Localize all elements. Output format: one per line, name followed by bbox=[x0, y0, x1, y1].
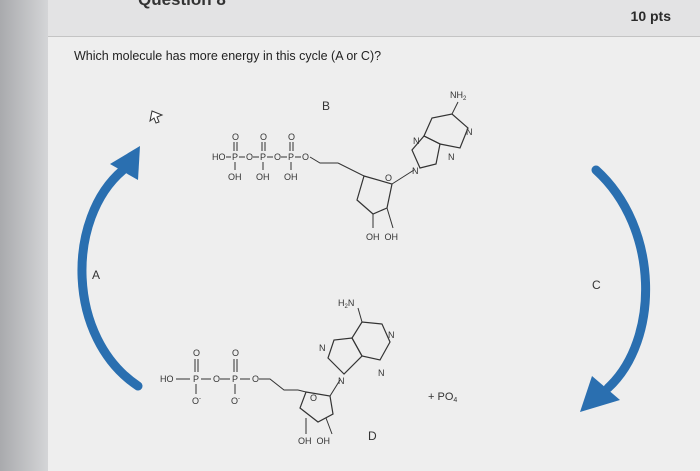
label-a: A bbox=[92, 268, 100, 282]
atp-p3-o-top: O bbox=[288, 132, 295, 142]
atp-p2: P bbox=[260, 152, 266, 162]
atp-p1-oh: OH bbox=[228, 172, 242, 182]
atp-molecule: HO P O OH O P O OH O P O OH O O OH OH bbox=[212, 90, 473, 242]
phosphate-label: + PO4 bbox=[428, 391, 457, 404]
question-text: Which molecule has more energy in this c… bbox=[74, 49, 382, 63]
atp-p1: P bbox=[232, 152, 238, 162]
cycle-arrow-left bbox=[77, 146, 143, 391]
adp-n9: N bbox=[338, 376, 345, 386]
atp-p2-o-top: O bbox=[260, 132, 267, 142]
atp-n7: N bbox=[413, 136, 420, 146]
atp-ribose-o: O bbox=[385, 173, 392, 183]
atp-o3: O bbox=[302, 152, 309, 162]
question-title: Question 8 bbox=[138, 0, 226, 10]
adp-o2: O bbox=[252, 374, 259, 384]
label-b: B bbox=[322, 99, 330, 113]
left-shadow bbox=[0, 0, 48, 471]
atp-cycle-diagram: A B C D HO P O OH O P O OH O P O OH O bbox=[77, 90, 651, 446]
atp-o1: O bbox=[246, 152, 253, 162]
atp-n9: N bbox=[412, 166, 419, 176]
label-d: D bbox=[368, 429, 377, 443]
label-c: C bbox=[592, 278, 601, 292]
adp-p2-o-top: O bbox=[232, 348, 239, 358]
adp-ribose-oh: OH OH bbox=[298, 436, 330, 446]
cursor-icon bbox=[149, 110, 164, 124]
atp-p2-oh: OH bbox=[256, 172, 270, 182]
adp-p1-o-top: O bbox=[193, 348, 200, 358]
adp-p2: P bbox=[232, 374, 238, 384]
atp-o2: O bbox=[274, 152, 281, 162]
adp-ribose-o: O bbox=[310, 393, 317, 403]
atp-ribose-oh: OH OH bbox=[366, 232, 398, 242]
adp-p1-o-minus: O- bbox=[192, 396, 201, 406]
atp-p3-oh: OH bbox=[284, 172, 298, 182]
adp-n3: N bbox=[378, 368, 385, 378]
atp-n1: N bbox=[466, 127, 473, 137]
atp-p3: P bbox=[288, 152, 294, 162]
points-label: 10 pts bbox=[630, 8, 671, 24]
adp-p2-o-minus: O- bbox=[231, 396, 240, 406]
atp-nh2: NH2 bbox=[450, 90, 467, 102]
adp-p1: P bbox=[193, 374, 199, 384]
question-header: Question 8 10 pts bbox=[48, 0, 700, 37]
cycle-arrow-right bbox=[580, 165, 651, 412]
adp-n1: N bbox=[388, 330, 395, 340]
adp-molecule: HO P O O- O P O O- O O OH OH N N N N bbox=[160, 298, 395, 446]
adp-h2n: H2N bbox=[338, 298, 354, 310]
adp-ho: HO bbox=[160, 374, 174, 384]
atp-n3: N bbox=[448, 152, 455, 162]
atp-ho: HO bbox=[212, 152, 226, 162]
adp-n7: N bbox=[319, 343, 326, 353]
adp-o1: O bbox=[213, 374, 220, 384]
atp-p1-o-top: O bbox=[232, 132, 239, 142]
